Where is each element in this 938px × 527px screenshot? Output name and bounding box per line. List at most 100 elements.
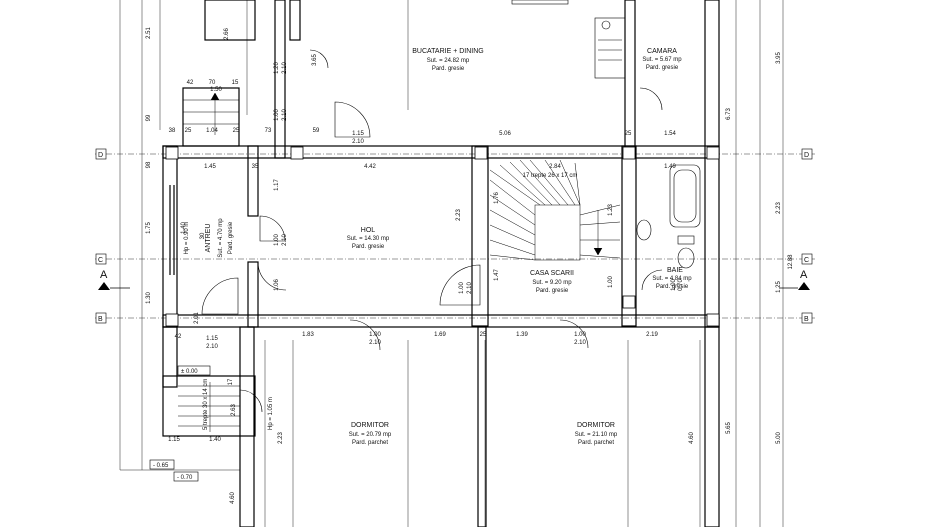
- dimension-label: 5.65: [726, 422, 732, 434]
- outer-stair-steps: 5 trepte 30 x 14 cm: [203, 379, 209, 430]
- dimension-label: 1.30: [146, 292, 152, 304]
- room-bedroom-1: DORMITOR Sut. = 20.79 mp Pard. parchet: [349, 422, 392, 446]
- dimension-label: 2.19: [646, 332, 658, 338]
- dimension-label: 1.45: [204, 164, 216, 170]
- room-name: DORMITOR: [577, 422, 615, 429]
- room-pantry: CAMARA Sut. = 5.67 mp Pard. gresie: [642, 48, 682, 71]
- dimension-label: 1.04: [206, 128, 218, 134]
- dimension-label: 98: [146, 161, 152, 168]
- room-floor: Pard. parchet: [578, 440, 614, 446]
- room-floor: Pard. gresie: [536, 288, 569, 294]
- room-area: Sut. = 24.82 mp: [427, 58, 470, 64]
- dimension-label: 5.06: [499, 131, 511, 137]
- dimension-label: 1.15: [168, 437, 180, 443]
- dimension-label: 1.83: [302, 332, 314, 338]
- dimension-label: 1.00: [671, 279, 677, 291]
- room-kitchen: BUCATARIE + DINING Sut. = 24.82 mp Pard.…: [412, 48, 484, 72]
- dimension-label: 1.39: [516, 332, 528, 338]
- room-area: Sut. = 4.84 mp: [652, 276, 692, 282]
- room-floor: Pard. gresie: [646, 65, 679, 71]
- walls: [162, 0, 720, 527]
- grid-label-d-left: D: [98, 152, 103, 159]
- dimension-label: 0.70: [678, 279, 684, 291]
- dimension-label: 2.23: [776, 202, 782, 214]
- room-area: Sut. = 9.20 mp: [532, 280, 572, 286]
- dimension-label: 5.00: [776, 432, 782, 444]
- room-area: Sut. = 5.67 mp: [642, 57, 682, 63]
- room-name: DORMITOR: [351, 422, 389, 429]
- section-label-left: A: [100, 269, 108, 281]
- room-floor: Pard. gresie: [432, 66, 465, 72]
- level-label: - 0.65: [153, 463, 169, 469]
- dimension-label: 1.49: [664, 164, 676, 170]
- room-stair: 17 trepte 26 x 17 cm CASA SCARII Sut. = …: [523, 173, 578, 294]
- columns: [165, 146, 720, 327]
- dimension-label: 2.63: [231, 404, 237, 416]
- room-name: ANTREU: [205, 224, 212, 253]
- grid-label-b-right: B: [804, 316, 809, 323]
- dimension-label: 2.10: [282, 109, 288, 121]
- dimension-label: 1.25: [776, 281, 782, 293]
- dimension-label: 1.50: [210, 87, 222, 93]
- dimension-label: 3.65: [312, 54, 318, 66]
- room-name: CAMARA: [647, 48, 677, 55]
- room-area: Sut. = 20.79 mp: [349, 432, 392, 438]
- dimension-label: 17: [228, 378, 234, 385]
- dimension-label: 1.47: [494, 269, 500, 281]
- dimension-label: 1.15: [352, 131, 364, 137]
- room-area: Sut. = 21.10 mp: [575, 432, 618, 438]
- dimension-label: 1.15: [206, 336, 218, 342]
- dimension-label: 4.42: [364, 164, 376, 170]
- inner-stair: [489, 159, 621, 261]
- grid-lines: [95, 153, 815, 319]
- dimension-label: 99: [146, 114, 152, 121]
- level-label: ± 0.00: [181, 369, 198, 375]
- room-bedroom-2: DORMITOR Sut. = 21.10 mp Pard. parchet: [575, 422, 618, 446]
- dimension-label: 73: [265, 128, 272, 134]
- dimension-label: 2.66: [224, 28, 230, 40]
- dimension-label: 1.00: [574, 332, 586, 338]
- level-label: - 0.70: [177, 475, 193, 481]
- dimension-label: 70: [209, 80, 216, 86]
- dimension-label: 4.60: [230, 492, 236, 504]
- dimension-label: 1.00: [274, 234, 280, 246]
- grid-label-c-left: C: [98, 257, 103, 264]
- construction-lines: [119, 0, 784, 527]
- fixtures: [511, 0, 701, 269]
- door-swings: [201, 49, 663, 413]
- outer-stair-height: Hp = 1.05 m: [268, 397, 274, 430]
- room-bath: BAIE Sut. = 4.84 mp Pard. gresie: [652, 267, 692, 290]
- dimension-label: 1.23: [608, 204, 614, 216]
- dimension-label: 1.75: [146, 222, 152, 234]
- dimension-label: 1.40: [209, 437, 221, 443]
- outer-stair: [178, 92, 240, 432]
- dimension-label: 1.40: [181, 222, 187, 234]
- dimension-label: 2.10: [574, 340, 586, 346]
- dimension-label: 6.73: [726, 108, 732, 120]
- dimension-label: 1.00: [459, 282, 465, 294]
- room-floor: Pard. gresie: [352, 244, 385, 250]
- room-name: HOL: [361, 227, 376, 234]
- dimension-label: 1.54: [664, 131, 676, 137]
- dimension-label: 42: [187, 80, 194, 86]
- dimension-label: 25: [185, 128, 192, 134]
- dimension-label: 15: [232, 80, 239, 86]
- dimension-label: 1.20: [274, 62, 280, 74]
- dimension-label: 1.17: [274, 179, 280, 191]
- dimension-label: 30: [200, 232, 206, 239]
- room-area: Sut. = 14.30 mp: [347, 236, 390, 242]
- dimension-label: 2.23: [278, 432, 284, 444]
- dimension-label: 2.84: [549, 164, 561, 170]
- dimension-label: 1.00: [369, 332, 381, 338]
- dimension-label: 1.00: [274, 109, 280, 121]
- dimension-label: 25: [233, 128, 240, 134]
- dimension-label: 2.10: [282, 234, 288, 246]
- room-floor: Pard. parchet: [352, 440, 388, 446]
- room-name: BUCATARIE + DINING: [412, 48, 484, 55]
- room-area: Sut. = 4.70 mp: [218, 218, 224, 258]
- section-markers: [98, 282, 810, 290]
- section-label-right: A: [800, 269, 808, 281]
- dimension-label: 35: [252, 164, 259, 170]
- dimension-label: 2.01: [194, 312, 200, 324]
